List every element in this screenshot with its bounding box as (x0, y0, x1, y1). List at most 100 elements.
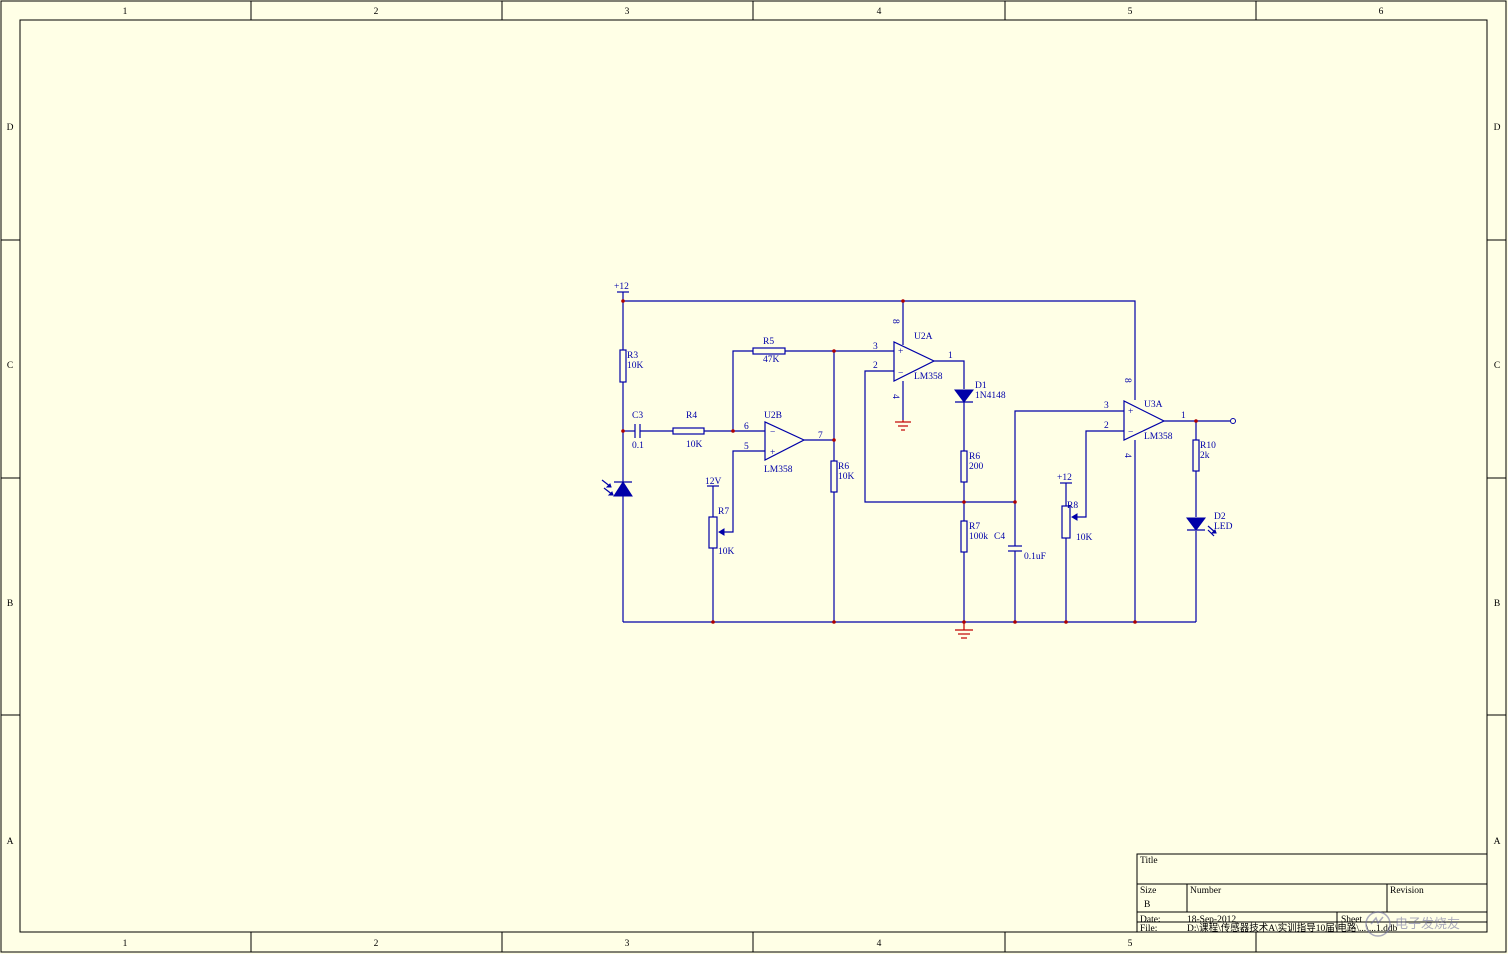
row-label-d-left: D (7, 123, 14, 133)
resistor-r5 (752, 347, 786, 355)
resistor-r4 (672, 427, 705, 435)
vcc-label-r8: +12 (1057, 473, 1072, 483)
vcc-label-main: +12 (614, 282, 629, 292)
r5-value: 47K (763, 355, 780, 365)
u3a-pin-vcc: 8 (1122, 378, 1132, 383)
r6a-ref: R6 (838, 462, 849, 472)
r7a-value: 10K (718, 547, 735, 557)
led-d2 (1186, 517, 1217, 537)
col-label-6-top: 6 (1379, 7, 1384, 17)
sheet-label: Sheet (1341, 915, 1362, 925)
col-label-3-bottom: 3 (625, 939, 630, 949)
r7b-ref: R7 (969, 522, 980, 532)
c3-ref: C3 (632, 411, 643, 421)
revision-label: Revision (1390, 886, 1424, 896)
c4-value: 0.1uF (1024, 552, 1046, 562)
u3a-value: LM358 (1144, 432, 1173, 442)
r4-value: 10K (686, 440, 703, 450)
vcc-label-r7: 12V (705, 477, 722, 487)
col-label-4-bottom: 4 (877, 939, 882, 949)
u2a-pin-out: 1 (948, 351, 953, 361)
opamp-u2b (764, 421, 806, 461)
u2a-minus-sign: − (898, 369, 903, 379)
r3-value: 10K (627, 361, 644, 371)
output-terminal (1230, 418, 1236, 424)
u3a-pin-gnd: 4 (1122, 453, 1132, 458)
u2b-pin-out: 7 (818, 431, 823, 441)
r7a-ref: R7 (718, 507, 729, 517)
title-block (1136, 853, 1488, 933)
u2a-pin-vcc: 8 (890, 319, 900, 324)
r10-ref: R10 (1200, 441, 1216, 451)
u3a-minus-sign: − (1128, 428, 1133, 438)
u3a-pin-minus: 2 (1104, 421, 1109, 431)
resistor-r10 (1192, 439, 1200, 472)
r7b-value: 100k (969, 532, 988, 542)
d1-value: 1N4148 (975, 391, 1006, 401)
r10-value: 2k (1200, 451, 1210, 461)
r6b-ref: R6 (969, 452, 980, 462)
capacitor-c4 (1008, 545, 1022, 552)
col-label-2-top: 2 (374, 7, 379, 17)
r3-ref: R3 (627, 351, 638, 361)
u2b-value: LM358 (764, 465, 793, 475)
u2b-plus-sign: + (770, 448, 775, 458)
watermark-logo: 电子发烧友 (1365, 911, 1460, 937)
col-label-5-top: 5 (1128, 7, 1133, 17)
row-label-c-left: C (7, 361, 13, 371)
opamp-u3a (1123, 400, 1166, 441)
photodiode (601, 478, 633, 498)
title-label: Title (1140, 856, 1158, 866)
col-label-4-top: 4 (877, 7, 882, 17)
resistor-r6-10k (830, 460, 838, 493)
col-label-2-bottom: 2 (374, 939, 379, 949)
r8-value: 10K (1076, 533, 1093, 543)
col-label-1-top: 1 (123, 7, 128, 17)
u2b-minus-sign: − (770, 428, 775, 438)
u2a-pin-plus: 3 (873, 342, 878, 352)
u2b-pin-plus: 5 (744, 442, 749, 452)
row-label-c-right: C (1494, 361, 1500, 371)
file-label: File: (1140, 924, 1157, 934)
opamp-u2a (893, 341, 936, 382)
capacitor-c3 (634, 424, 641, 438)
diode-d1 (954, 389, 974, 403)
date-value: 18-Sep-2012 (1187, 915, 1236, 925)
c4-ref: C4 (994, 532, 1005, 542)
u2a-plus-sign: + (898, 347, 903, 357)
row-label-b-right: B (1494, 599, 1500, 609)
row-label-d-right: D (1494, 123, 1501, 133)
u3a-plus-sign: + (1128, 407, 1133, 417)
col-label-5-bottom: 5 (1128, 939, 1133, 949)
col-label-1-bottom: 1 (123, 939, 128, 949)
r6b-value: 200 (969, 462, 984, 472)
watermark-text: 电子发烧友 (1395, 916, 1460, 932)
resistor-r3 (619, 349, 627, 383)
u2a-pin-minus: 2 (873, 361, 878, 371)
date-label: Date: (1140, 915, 1161, 925)
ground-symbol-u2a (895, 420, 911, 431)
number-label: Number (1190, 886, 1222, 896)
wires (622, 292, 1230, 623)
col-label-3-top: 3 (625, 7, 630, 17)
size-value: B (1144, 900, 1150, 910)
row-label-a-right: A (1494, 837, 1501, 847)
r5-ref: R5 (763, 337, 774, 347)
potentiometer-r7 (708, 516, 725, 549)
d2-ref: D2 (1214, 512, 1226, 522)
u2a-pin-gnd: 4 (890, 394, 900, 399)
u3a-pin-plus: 3 (1104, 401, 1109, 411)
d2-value: LED (1214, 522, 1233, 532)
c3-value: 0.1 (632, 441, 644, 451)
r4-ref: R4 (686, 411, 697, 421)
u2a-ref: U2A (914, 332, 933, 342)
u2b-pin-minus: 6 (744, 422, 749, 432)
u2b-ref: U2B (764, 411, 782, 421)
junction-dots (621, 299, 1198, 624)
u3a-ref: U3A (1144, 400, 1163, 410)
resistor-r6-200 (960, 450, 968, 483)
row-label-a-left: A (7, 837, 14, 847)
r8-ref: R8 (1067, 501, 1078, 511)
